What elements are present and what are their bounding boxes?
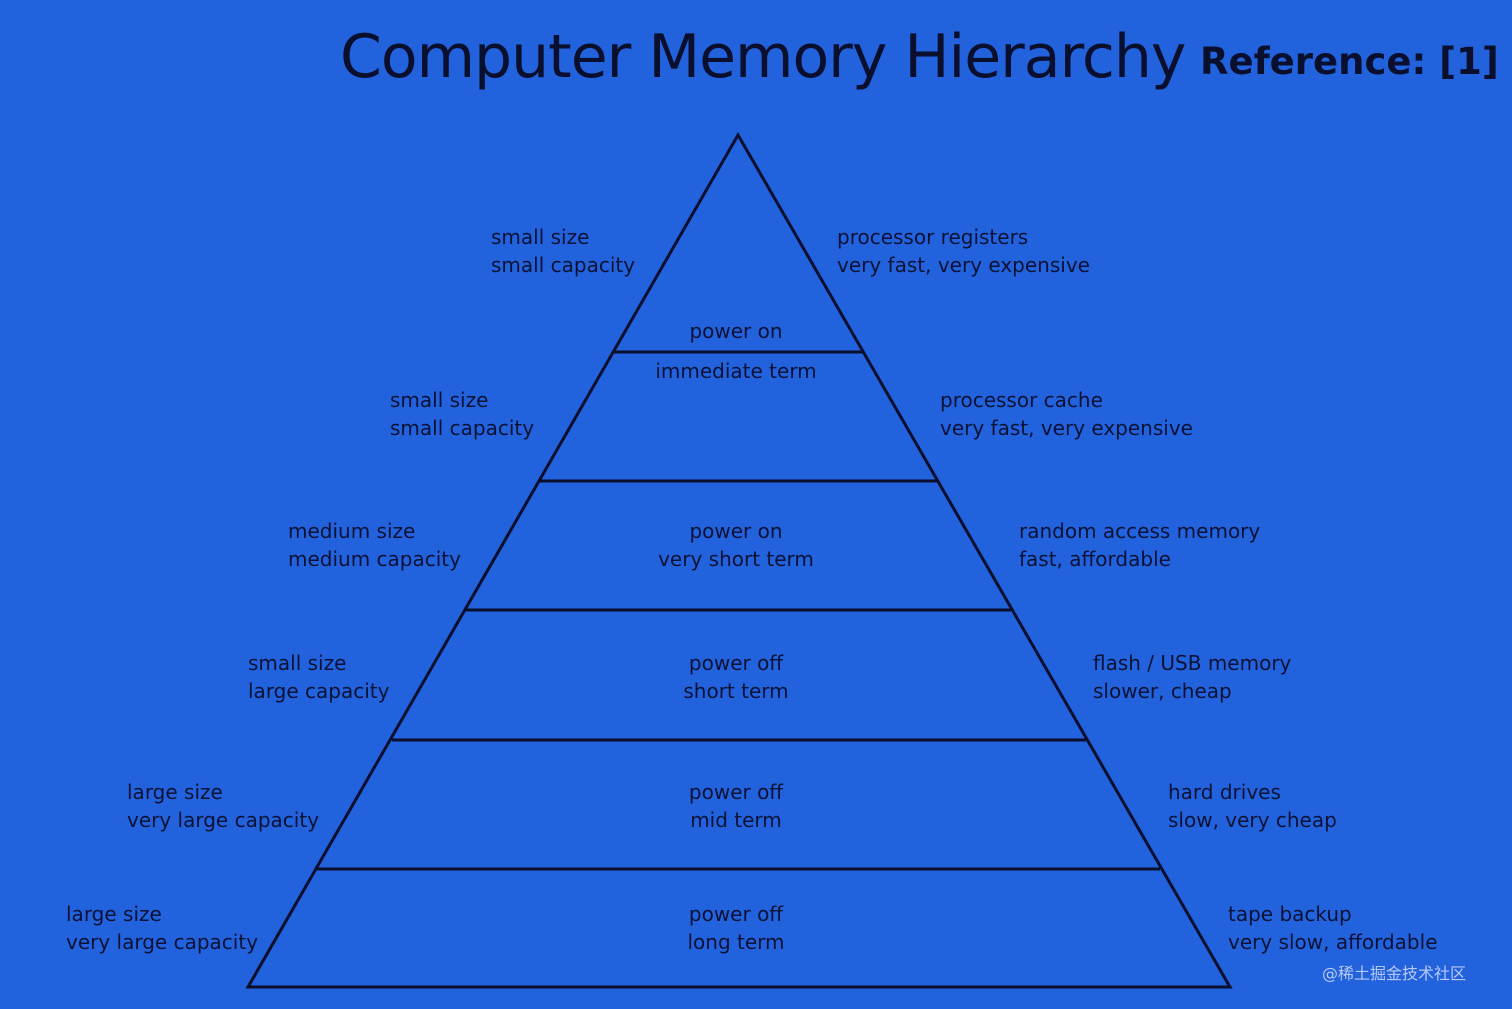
level-1-center-label: power on (689, 319, 783, 343)
reference-label: Reference: [1] (1200, 40, 1499, 83)
pyramid-outline (245, 131, 1233, 989)
page-title: Computer Memory Hierarchy (340, 22, 1186, 92)
watermark-text: @稀土掘金技术社区 (1322, 964, 1467, 983)
level-2-center-label: immediate term (655, 359, 817, 383)
